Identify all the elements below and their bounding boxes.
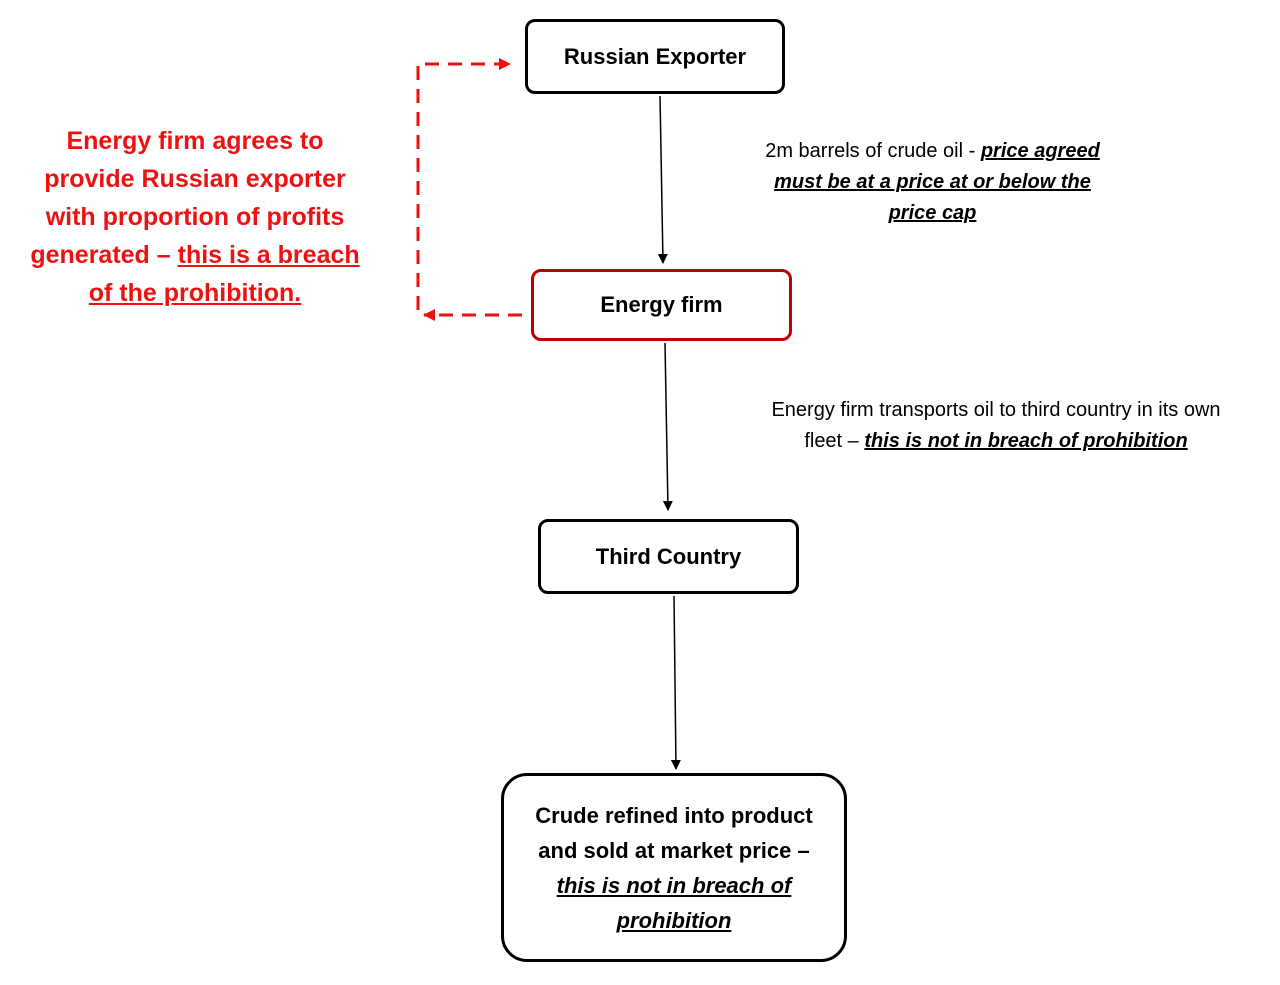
price-cap-note: 2m barrels of crude oil - price agreed m… bbox=[760, 136, 1105, 229]
crude-refined-text: Crude refined into product and sold at m… bbox=[524, 798, 824, 938]
price-cap-note-text: 2m barrels of crude oil - bbox=[765, 140, 981, 162]
russian-exporter-label: Russian Exporter bbox=[563, 43, 747, 69]
transport-note-emphasis: this is not in breach of prohibition bbox=[864, 430, 1188, 452]
breach-note-text: Energy firm agrees to provide Russian ex… bbox=[30, 127, 346, 269]
arrow-energy-to-third bbox=[662, 342, 673, 511]
crude-refined-emphasis: this is not in breach of prohibition bbox=[556, 872, 792, 933]
crude-refined-box: Crude refined into product and sold at m… bbox=[501, 773, 847, 962]
breach-note: Energy firm agrees to provide Russian ex… bbox=[20, 122, 370, 312]
russian-exporter-box: Russian Exporter bbox=[525, 19, 785, 94]
energy-firm-label: Energy firm bbox=[600, 292, 723, 317]
third-country-label: Third Country bbox=[595, 543, 742, 569]
arrow-exporter-to-energy bbox=[657, 95, 668, 264]
price-cap-note-emphasis: price agreed must be at a price at or be… bbox=[774, 140, 1100, 224]
third-country-box: Third Country bbox=[538, 519, 799, 594]
arrow-third-to-crude bbox=[670, 595, 681, 770]
crude-refined-label: Crude refined into product and sold at m… bbox=[535, 802, 813, 863]
energy-firm-box: Energy firm bbox=[531, 269, 792, 341]
transport-note: Energy firm transports oil to third coun… bbox=[752, 395, 1240, 457]
dashed-arrow-to-exporter bbox=[416, 58, 511, 310]
transport-note-text: Energy firm transports oil to third coun… bbox=[771, 399, 1221, 452]
breach-note-emphasis: this is a breach of the prohibition. bbox=[88, 241, 360, 307]
